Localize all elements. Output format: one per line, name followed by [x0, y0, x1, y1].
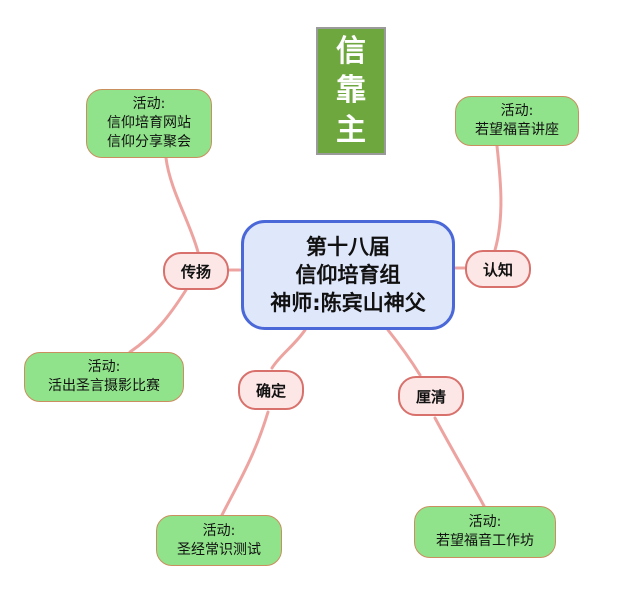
- activity-bottom-right[interactable]: 活动: 若望福音工作坊: [414, 506, 556, 558]
- link-chuanyang-mid-left: [128, 288, 188, 354]
- link-liqing-bottom-right: [433, 416, 486, 508]
- branch-queding[interactable]: 确定: [238, 370, 304, 410]
- link-renzhi-top-right: [493, 144, 503, 252]
- activity-top-right[interactable]: 活动: 若望福音讲座: [455, 96, 579, 146]
- branch-label: 认知: [482, 260, 513, 279]
- branch-label: 厘清: [415, 387, 446, 406]
- activity-line: 信仰分享聚会: [107, 134, 191, 150]
- link-chuanyang-top-left: [164, 156, 200, 254]
- title-char: 靠: [336, 73, 366, 108]
- activity-line: 活出圣言摄影比赛: [48, 378, 160, 394]
- branch-renzhi[interactable]: 认知: [465, 250, 531, 288]
- activity-mid-left[interactable]: 活动: 活出圣言摄影比赛: [24, 352, 184, 402]
- title-char: 信: [336, 33, 366, 69]
- activity-line: 若望福音讲座: [475, 122, 559, 138]
- branch-label: 传扬: [180, 262, 211, 281]
- activity-line: 圣经常识测试: [177, 541, 261, 558]
- activity-line: 活动:: [468, 514, 502, 530]
- activity-line: 若望福音工作坊: [436, 533, 534, 549]
- activity-line: 活动:: [87, 359, 121, 375]
- title-char: 主: [336, 112, 366, 148]
- activity-line: 活动:: [132, 96, 166, 112]
- branch-label: 确定: [255, 381, 286, 400]
- activity-line: 活动:: [500, 103, 534, 119]
- link-central-queding: [270, 328, 307, 370]
- central-line: 信仰培育组: [295, 263, 401, 287]
- branch-chuanyang[interactable]: 传扬: [163, 252, 229, 290]
- activity-line: 信仰培育网站: [107, 115, 191, 131]
- central-topic[interactable]: 第十八届 信仰培育组 神师:陈宾山神父: [241, 220, 455, 330]
- activity-bottom-left[interactable]: 活动: 圣经常识测试: [156, 515, 282, 566]
- link-central-liqing: [386, 328, 422, 377]
- branch-liqing[interactable]: 厘清: [398, 376, 464, 416]
- activity-top-left[interactable]: 活动: 信仰培育网站 信仰分享聚会: [86, 89, 212, 158]
- title-box: 信 靠 主: [316, 27, 386, 155]
- central-line: 第十八届: [306, 235, 390, 259]
- activity-line: 活动:: [202, 522, 236, 539]
- central-line: 神师:陈宾山神父: [270, 291, 426, 315]
- link-queding-bottom-left: [220, 410, 270, 517]
